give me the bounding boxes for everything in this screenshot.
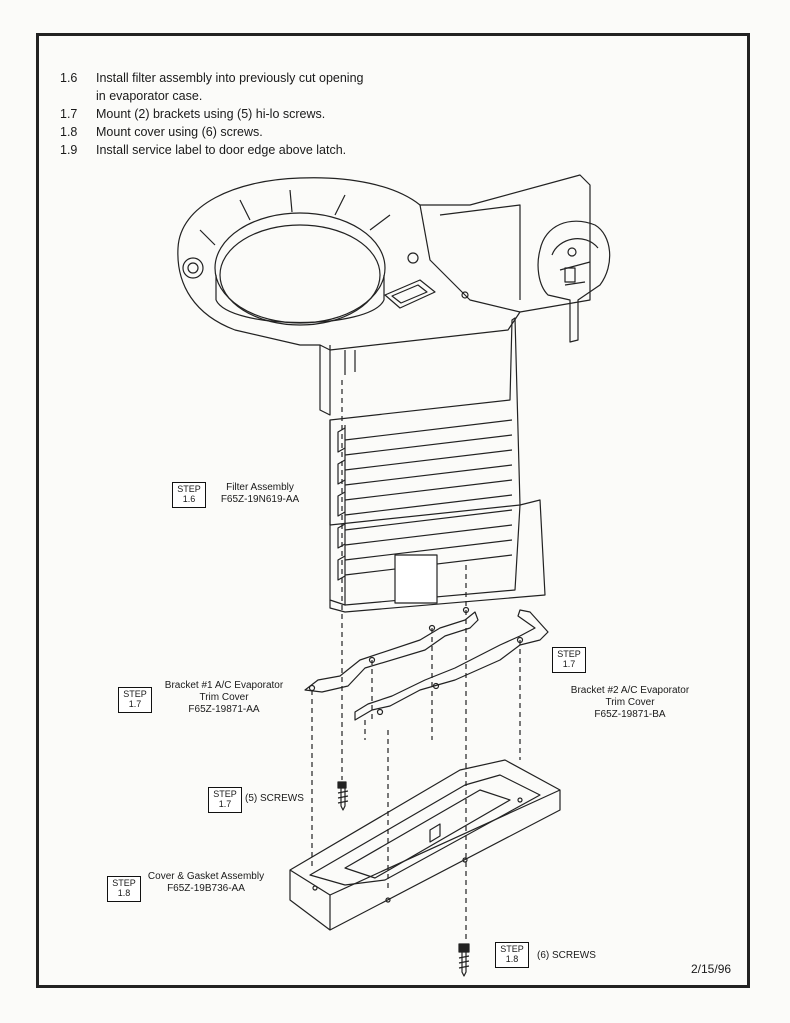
part-number: F65Z-19871-BA <box>594 709 666 720</box>
part-number: F65Z-19871-AA <box>188 704 260 715</box>
instruction-number: 1.8 <box>60 125 78 139</box>
filter-assembly-drawing <box>329 317 546 613</box>
cover-callout: Cover & Gasket Assembly F65Z-19B736-AA <box>146 871 266 895</box>
instruction-item: 1.6 Install filter assembly into previou… <box>60 69 426 105</box>
instruction-number: 1.7 <box>60 107 78 121</box>
step-box: STEP 1.8 <box>495 942 529 968</box>
part-number: F65Z-19N619-AA <box>220 494 300 505</box>
instruction-item: 1.9 Install service label to door edge a… <box>60 141 426 159</box>
latch-bracket-drawing <box>537 220 611 343</box>
step-number: 1.6 <box>182 494 196 504</box>
bracket-1-drawing <box>304 606 479 693</box>
step-box: STEP 1.7 <box>118 687 152 713</box>
bracket-2-drawing <box>354 609 549 721</box>
step-box: STEP 1.8 <box>107 876 141 902</box>
step-label: STEP <box>500 944 524 954</box>
step-label: STEP <box>213 789 237 799</box>
instruction-text: Mount (2) brackets using (5) hi-lo screw… <box>96 107 326 121</box>
instruction-text: Mount cover using (6) screws. <box>96 125 263 139</box>
bracket-1-callout: Bracket #1 A/C Evaporator Trim Cover F65… <box>158 680 290 716</box>
filter-callout: Filter Assembly F65Z-19N619-AA <box>210 482 310 506</box>
page-border <box>36 33 750 988</box>
callout-line: (5) SCREWS <box>245 793 304 804</box>
step-box: STEP 1.7 <box>208 787 242 813</box>
evaporator-case-drawing <box>177 174 591 416</box>
step-label: STEP <box>177 484 201 494</box>
instruction-text: Install service label to door edge above… <box>96 143 347 157</box>
callout-line: Trim Cover <box>605 697 655 708</box>
callout-line: Bracket #1 A/C Evaporator <box>164 680 284 691</box>
step-box: STEP 1.6 <box>172 482 206 508</box>
screw-6-drawing <box>458 943 470 977</box>
instruction-list: 1.6 Install filter assembly into previou… <box>60 69 426 159</box>
callout-line: Cover & Gasket Assembly <box>147 871 265 882</box>
step-number: 1.7 <box>128 699 142 709</box>
part-number: F65Z-19B736-AA <box>167 883 245 894</box>
step-number: 1.8 <box>505 954 519 964</box>
bracket-2-callout: Bracket #2 A/C Evaporator Trim Cover F65… <box>562 685 698 721</box>
step-label: STEP <box>557 649 581 659</box>
instruction-text: Install filter assembly into previously … <box>96 71 364 103</box>
step-box: STEP 1.7 <box>552 647 586 673</box>
step-label: STEP <box>123 689 147 699</box>
instruction-item: 1.7 Mount (2) brackets using (5) hi-lo s… <box>60 105 426 123</box>
callout-line: Trim Cover <box>199 692 249 703</box>
alignment-lines <box>311 380 521 940</box>
instruction-number: 1.9 <box>60 143 78 157</box>
screws-6-callout: (6) SCREWS <box>537 950 607 962</box>
step-number: 1.7 <box>562 659 576 669</box>
cover-gasket-drawing <box>289 759 561 931</box>
document-date: 2/15/96 <box>691 962 732 976</box>
callout-line: (6) SCREWS <box>537 950 596 961</box>
callout-line: Bracket #2 A/C Evaporator <box>570 685 690 696</box>
screws-5-callout: (5) SCREWS <box>245 793 315 805</box>
instruction-number: 1.6 <box>60 71 78 85</box>
step-number: 1.7 <box>218 799 232 809</box>
screw-5-drawing <box>337 781 349 811</box>
step-number: 1.8 <box>117 888 131 898</box>
step-label: STEP <box>112 878 136 888</box>
instruction-item: 1.8 Mount cover using (6) screws. <box>60 123 426 141</box>
callout-line: Filter Assembly <box>226 482 294 493</box>
